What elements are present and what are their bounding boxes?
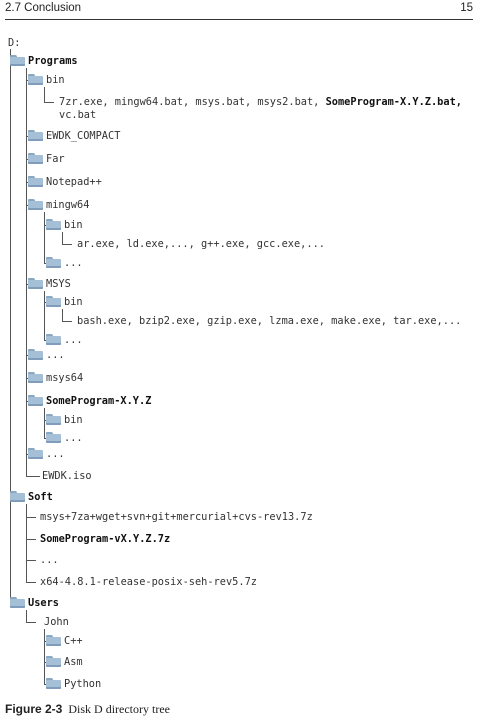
tree-connector (26, 610, 27, 622)
tree-connector (10, 49, 11, 604)
folder-icon (28, 372, 43, 383)
tree-connector (26, 504, 27, 582)
file-ewdk-iso: EWDK.iso (42, 470, 92, 482)
folder-programs: Programs (28, 55, 78, 67)
folder-icon (28, 153, 43, 164)
file-list-bin: 7zr.exe, mingw64.bat, msys.bat, msys2.ba… (59, 96, 462, 108)
folder-msys: MSYS (46, 278, 71, 290)
folder-far: Far (46, 153, 65, 165)
folder-icon (46, 432, 61, 443)
file-soft-x64: x64-4.8.1-release-posix-seh-rev5.7z (40, 576, 257, 588)
tree-connector (26, 539, 36, 540)
folder-msys-bin: bin (64, 296, 83, 308)
header-rule (5, 19, 473, 20)
folder-icon (10, 491, 25, 502)
folder-icon (28, 74, 43, 85)
folder-sp-bin: bin (64, 414, 83, 426)
folder-icon (10, 55, 25, 66)
tree-connector (62, 309, 63, 321)
folder-icon (46, 296, 61, 307)
folder-icon (46, 334, 61, 345)
folder-mingw64: mingw64 (46, 199, 90, 211)
file-name-bold: SomeProgram-X.Y.Z.bat, (325, 96, 462, 108)
tree-connector (26, 560, 36, 561)
folder-icon (28, 448, 43, 459)
folder-ellipsis: ... (64, 432, 83, 444)
tree-connector (44, 87, 45, 102)
folder-someprogram: SomeProgram-X.Y.Z (46, 395, 152, 407)
file-soft-someprogram: SomeProgram-vX.Y.Z.7z (40, 533, 171, 545)
file-soft-msys: msys+7za+wget+svn+git+mercurial+cvs-rev1… (40, 511, 313, 523)
tree-connector (26, 68, 27, 476)
folder-msys64: msys64 (46, 372, 84, 384)
folder-icon (46, 219, 61, 230)
folder-john: John (44, 616, 69, 628)
tree-connector (62, 244, 72, 245)
tree-connector (44, 629, 45, 684)
folder-icon (28, 176, 43, 187)
tree-connector (44, 102, 54, 103)
folder-mingw-bin: bin (64, 219, 83, 231)
folder-asm: Asm (64, 656, 83, 668)
folder-icon (46, 635, 61, 646)
folder-python: Python (64, 678, 102, 690)
folder-icon (28, 395, 43, 406)
figure-caption-text: Disk D directory tree (68, 702, 170, 716)
folder-icon (46, 678, 61, 689)
folder-ellipsis: ... (46, 448, 65, 460)
folder-bin: bin (46, 74, 65, 86)
file-list-bin-cont: vc.bat (59, 109, 97, 121)
folder-icon (28, 349, 43, 360)
file-list-text: 7zr.exe, mingw64.bat, msys.bat, msys2.ba… (59, 96, 320, 108)
folder-soft: Soft (28, 491, 53, 503)
directory-tree: D: Programs bin 7zr.exe, mingw64.bat, ms… (8, 37, 462, 690)
file-soft-ellipsis: ... (40, 554, 59, 566)
tree-connector (26, 517, 36, 518)
root-drive-label: D: (8, 37, 21, 49)
folder-icon (28, 278, 43, 289)
folder-ewdk-compact: EWDK_COMPACT (46, 130, 121, 142)
folder-notepad: Notepad++ (46, 176, 102, 188)
tree-connector (26, 622, 36, 623)
tree-connector (62, 321, 72, 322)
folder-icon (10, 597, 25, 608)
folder-ellipsis: ... (64, 334, 83, 346)
tree-connector (26, 476, 40, 477)
tree-connector (44, 212, 45, 263)
figure-caption: Figure 2-3 Disk D directory tree (5, 702, 170, 717)
running-header: 2.7 Conclusion 15 (5, 2, 473, 16)
tree-connector (62, 232, 63, 244)
folder-icon (46, 414, 61, 425)
folder-ellipsis: ... (64, 257, 83, 269)
file-list-msys-bin: bash.exe, bzip2.exe, gzip.exe, lzma.exe,… (77, 315, 462, 327)
page-number: 15 (460, 2, 473, 14)
folder-icon (46, 656, 61, 667)
folder-icon (28, 199, 43, 210)
folder-cpp: C++ (64, 635, 83, 647)
folder-icon (46, 257, 61, 268)
section-title: 2.7 Conclusion (5, 2, 82, 14)
tree-connector (26, 582, 36, 583)
tree-connector (44, 291, 45, 340)
folder-ellipsis: ... (46, 349, 65, 361)
tree-connector (44, 408, 45, 438)
figure-number: Figure 2-3 (5, 702, 63, 716)
file-list-mingw-bin: ar.exe, ld.exe,..., g++.exe, gcc.exe,... (77, 238, 325, 250)
folder-users: Users (28, 597, 59, 609)
folder-icon (28, 130, 43, 141)
